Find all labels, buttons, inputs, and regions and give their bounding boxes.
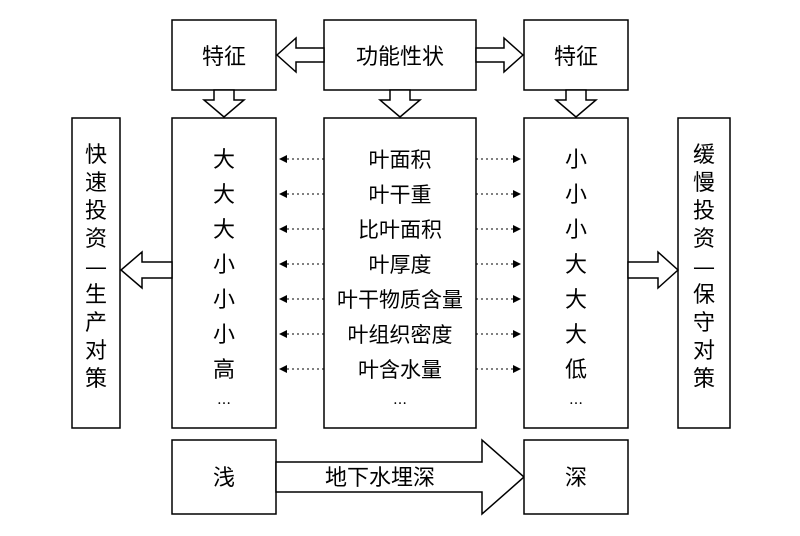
traits-box [323, 117, 477, 429]
groundwater-depth-arrow [275, 438, 526, 516]
left-strategy-char: 资 [85, 227, 107, 252]
shallow-label: 浅 [213, 466, 235, 491]
right-strategy-char: — [693, 255, 715, 280]
right-strategy-char: 对 [693, 339, 715, 364]
left-value-label: … [217, 392, 231, 408]
shallow-box [171, 439, 277, 515]
right-strategy-char: 慢 [693, 171, 715, 196]
left-value-label: 大 [213, 218, 235, 243]
right-strategy-char: 守 [693, 311, 715, 336]
right-value-label: 大 [565, 288, 587, 313]
left-value-label: 大 [213, 183, 235, 208]
groundwater-depth-label: 地下水埋深 [325, 466, 435, 491]
trait-label: 叶含水量 [358, 358, 442, 382]
right-strategy-char: 缓 [693, 143, 715, 168]
right-feature-box [523, 19, 629, 91]
deep-box [523, 439, 629, 515]
right-feature-label: 特征 [554, 45, 598, 70]
down-arrow-left [201, 89, 247, 118]
left-strategy-hollow-arrow [119, 250, 173, 290]
top-right-hollow-arrow [475, 36, 525, 74]
right-value-label: … [569, 392, 583, 408]
down-arrow-center [377, 89, 423, 118]
left-feature-label: 特征 [202, 45, 246, 70]
trait-label: 比叶面积 [358, 218, 442, 242]
top-left-hollow-arrow [275, 36, 325, 74]
right-value-label: 低 [565, 358, 587, 383]
trait-label: … [393, 392, 407, 408]
right-value-label: 小 [565, 148, 587, 173]
right-strategy-char: 投 [693, 199, 715, 224]
left-feature-box [171, 19, 277, 91]
right-value-label: 大 [565, 253, 587, 278]
right-values-box [523, 117, 629, 429]
right-strategy-char: 策 [693, 367, 715, 392]
left-value-labels: 大大大小小小高… [213, 148, 235, 408]
trait-label: 叶干物质含量 [337, 288, 463, 312]
left-value-label: 大 [213, 148, 235, 173]
left-strategy-char: 速 [85, 171, 107, 196]
down-arrow-right [553, 89, 599, 118]
deep-label: 深 [565, 466, 587, 491]
right-strategy-hollow-arrow [627, 250, 680, 290]
left-strategy-char: 产 [85, 311, 107, 336]
trait-label: 叶厚度 [369, 253, 432, 277]
left-value-label: 小 [213, 288, 235, 313]
trait-labels: 叶面积叶干重比叶面积叶厚度叶干物质含量叶组织密度叶含水量 … [337, 148, 463, 408]
left-strategy-char: 对 [85, 339, 107, 364]
left-values-box [171, 117, 277, 429]
right-strategy-box [677, 117, 731, 429]
left-strategy-char: 投 [85, 199, 107, 224]
left-strategy-box [71, 117, 121, 429]
right-value-label: 大 [565, 323, 587, 348]
left-strategy-char: — [85, 255, 107, 280]
left-strategy-char: 快 [85, 143, 107, 168]
right-value-labels: 小小小大大大低… [565, 148, 587, 408]
right-value-label: 小 [565, 183, 587, 208]
left-value-label: 高 [213, 358, 235, 383]
trait-label: 叶干重 [369, 183, 432, 207]
right-value-label: 小 [565, 218, 587, 243]
center-function-label: 功能性状 [356, 45, 444, 70]
right-strategy-char: 保 [693, 283, 715, 308]
row-arrows [279, 155, 521, 373]
left-value-label: 小 [213, 323, 235, 348]
left-value-label: 小 [213, 253, 235, 278]
right-strategy-char: 资 [693, 227, 715, 252]
center-function-box [323, 19, 477, 91]
trait-label: 叶组织密度 [348, 323, 453, 347]
trait-label: 叶面积 [369, 148, 432, 172]
left-strategy-char: 策 [85, 367, 107, 392]
left-strategy-char: 生 [85, 283, 107, 308]
